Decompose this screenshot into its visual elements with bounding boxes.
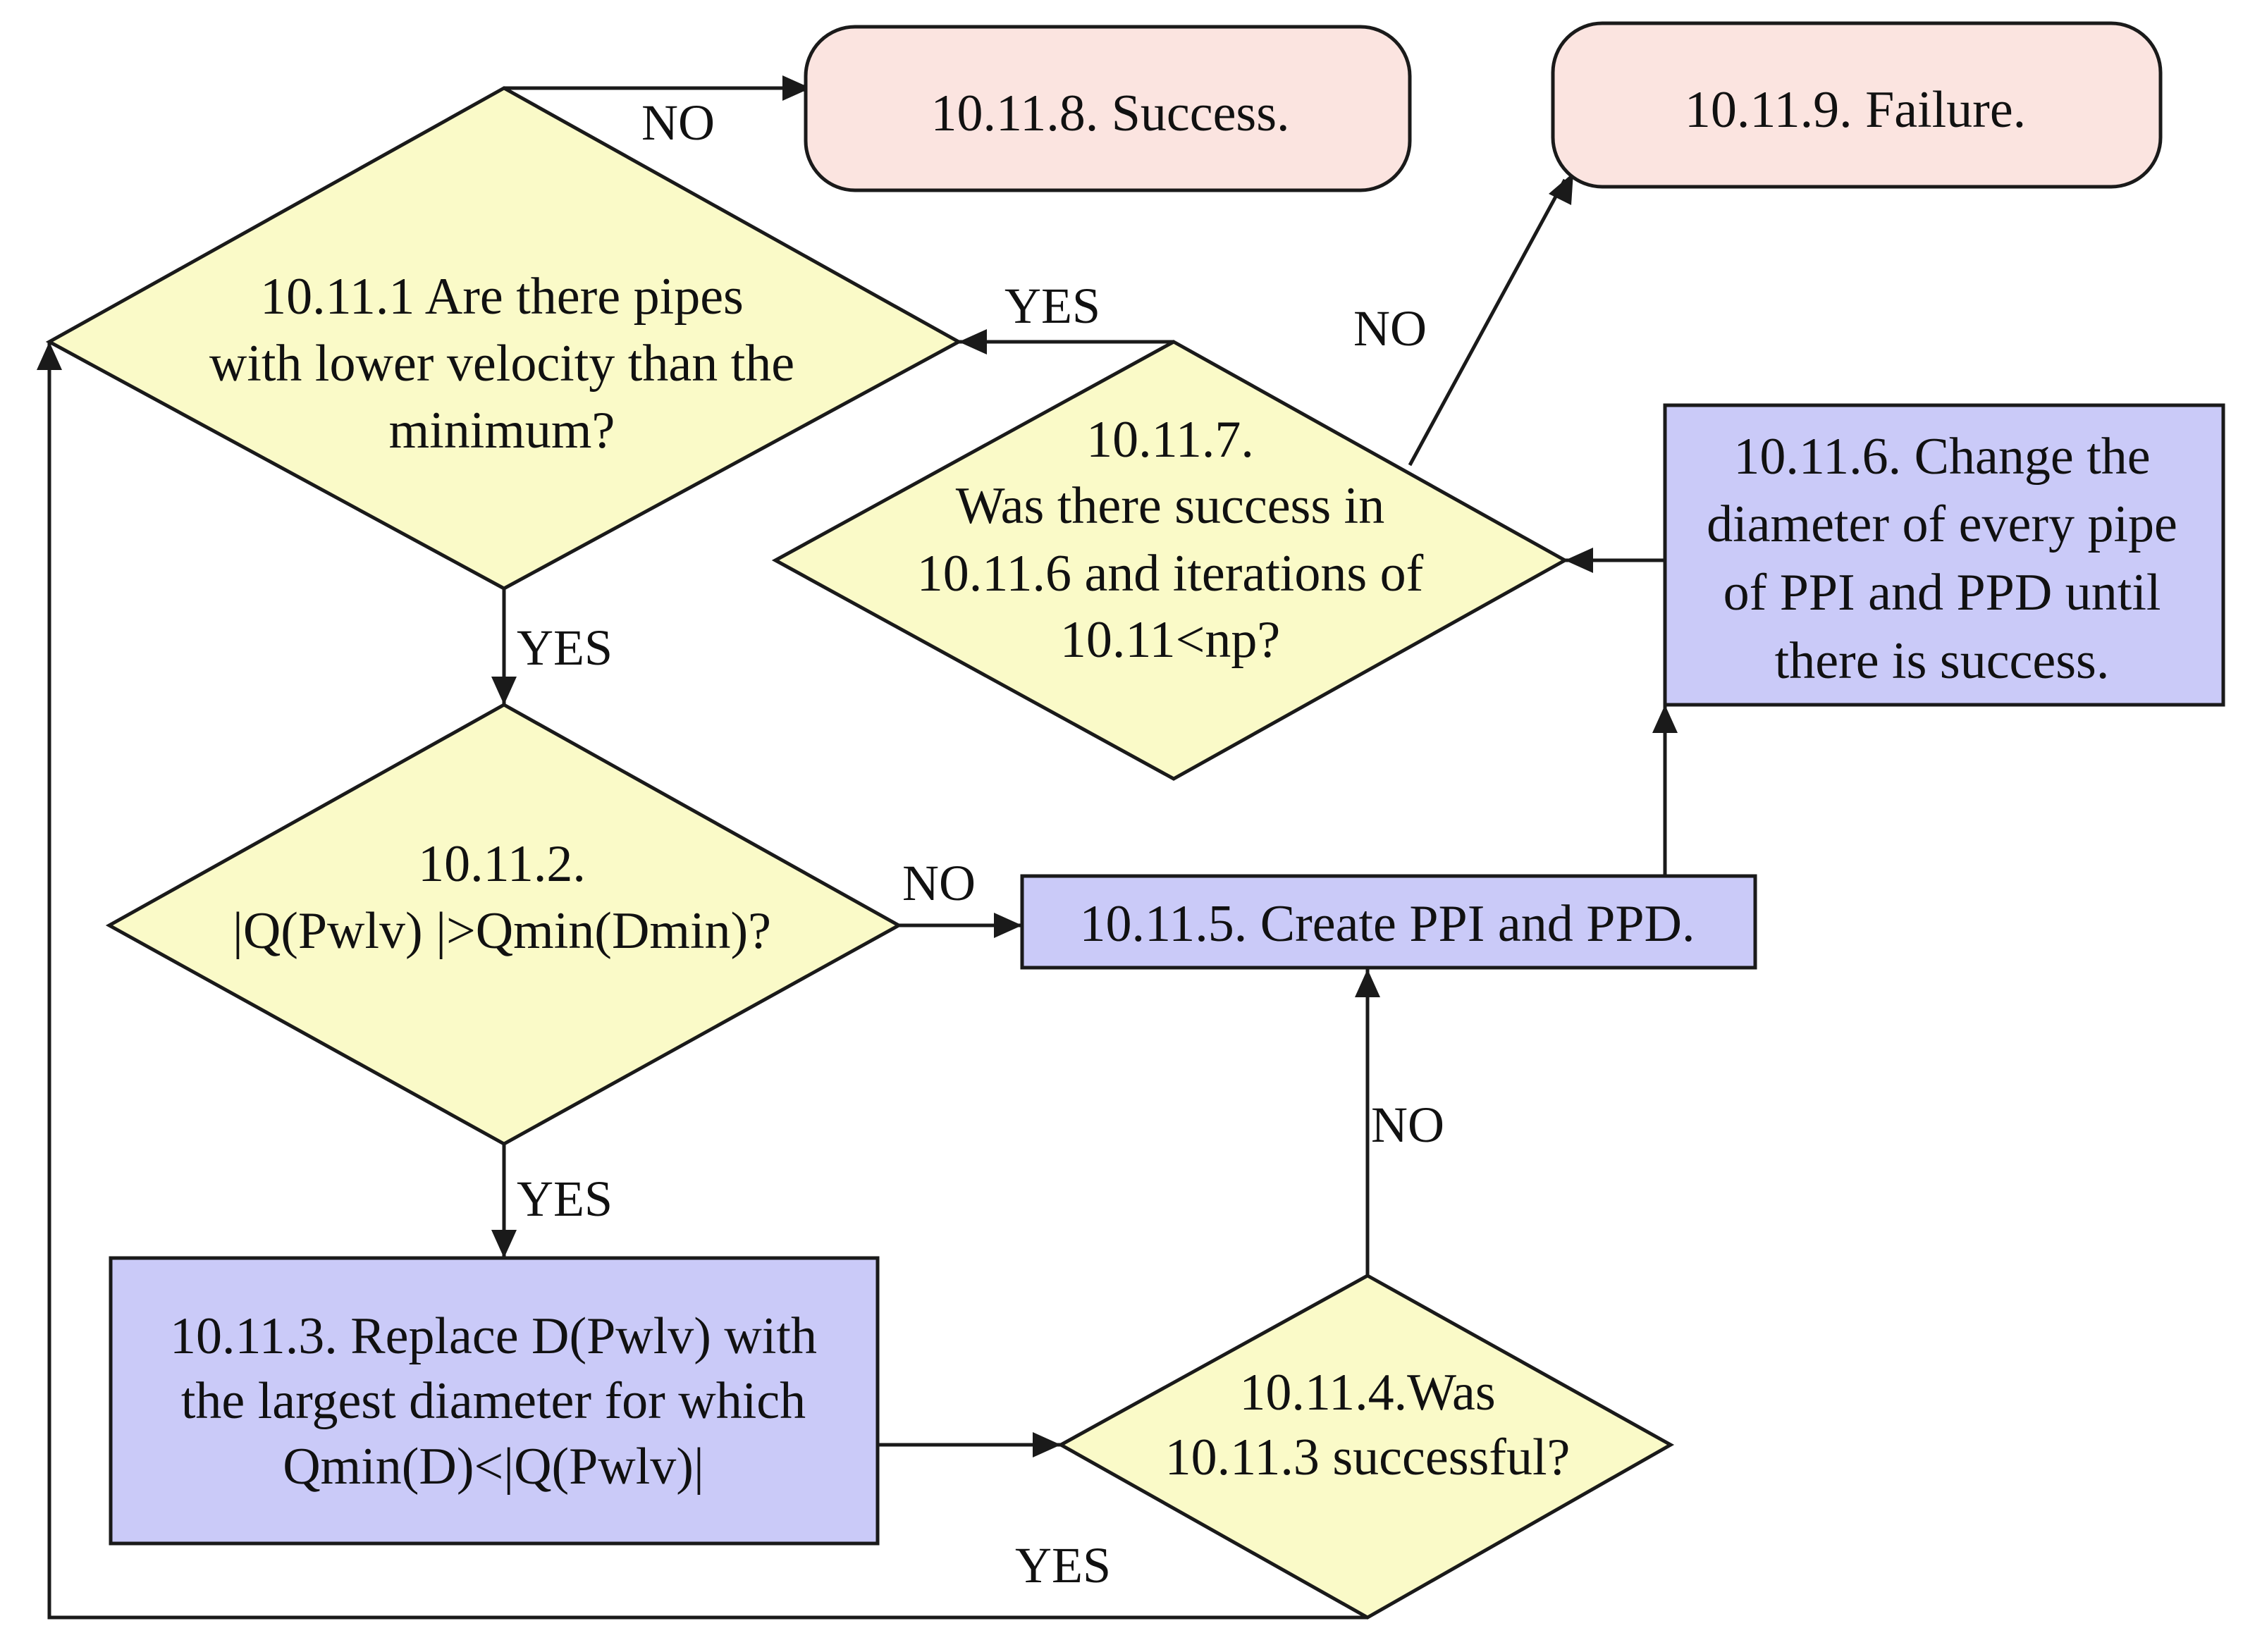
edge-label-d7-no: NO: [1353, 300, 1427, 357]
p3-line-3: Qmin(D)<|Q(Pwlv)|: [283, 1438, 704, 1496]
d7-line-4: 10.11<np?: [1060, 611, 1280, 669]
process-p6-shape: [1663, 403, 2225, 707]
p3-line-2: the largest diameter for which: [181, 1372, 806, 1430]
edge-d7-to-failure: [1408, 178, 1567, 467]
process-p3-shape: [109, 1256, 880, 1546]
d4-line-2: 10.11.3 successful?: [1165, 1429, 1571, 1486]
edge-d4-to-d1: [47, 342, 1368, 1620]
edge-label-d4-yes: YES: [1015, 1537, 1111, 1594]
failure-label: 10.11.9. Failure.: [1685, 81, 2026, 139]
arrowhead-d2-top: [491, 677, 517, 705]
d2-line-1: 10.11.2.: [418, 835, 586, 893]
p3-line-1: 10.11.3. Replace D(Pwlv) with: [170, 1307, 817, 1365]
d2-line-2: |Q(Pwlv) |>Qmin(Dmin)?: [233, 902, 771, 960]
arrowhead-success: [782, 75, 811, 101]
d7-line-3: 10.11.6 and iterations of: [917, 545, 1424, 603]
d1-line-1: 10.11.1 Are there pipes: [260, 268, 744, 326]
d7-line-2: Was there success in: [956, 477, 1384, 535]
arrowhead-p5-left: [994, 913, 1022, 938]
decision-d1-shape: [45, 86, 963, 591]
p5-label: 10.11.5. Create PPI and PPD.: [1080, 895, 1695, 953]
decision-d4-shape: [1057, 1274, 1675, 1620]
edge-label-d1-yes: YES: [517, 620, 613, 676]
p6-line-4: there is success.: [1775, 632, 2110, 690]
d4-line-1: 10.11.4.Was: [1239, 1364, 1495, 1422]
p6-line-1: 10.11.6. Change the: [1733, 428, 2150, 486]
terminal-failure-shape: [1551, 21, 2163, 189]
arrowhead-d7-right: [1565, 548, 1593, 573]
d7-line-1: 10.11.7.: [1086, 411, 1254, 469]
success-label: 10.11.8. Success.: [930, 85, 1289, 142]
decision-d7-shape: [771, 340, 1569, 781]
d1-line-3: minimum?: [389, 402, 615, 460]
edge-label-d2-yes: YES: [517, 1171, 613, 1227]
edge-label-d4-no: NO: [1371, 1097, 1444, 1153]
arrowhead-d1-right: [959, 329, 987, 355]
edge-label-d1-no: NO: [641, 94, 715, 151]
arrowhead-p5-bottom: [1355, 969, 1380, 997]
arrowhead-p6-bottom: [1652, 705, 1678, 733]
decision-d2-shape: [105, 703, 903, 1146]
p6-line-2: diameter of every pipe: [1707, 495, 2177, 553]
arrowhead-p3-top: [491, 1230, 517, 1258]
terminal-success-shape: [804, 25, 1412, 192]
arrowhead-failure: [1549, 173, 1573, 205]
edge-label-d2-no: NO: [902, 855, 976, 911]
edge-label-d7-yes: YES: [1004, 278, 1100, 334]
arrowhead-d1-left: [37, 342, 62, 370]
p6-line-3: of PPI and PPD until: [1723, 564, 2161, 622]
arrowhead-d4-left: [1033, 1432, 1061, 1457]
d1-line-2: with lower velocity than the: [209, 335, 794, 393]
process-p5-shape: [1020, 874, 1757, 970]
